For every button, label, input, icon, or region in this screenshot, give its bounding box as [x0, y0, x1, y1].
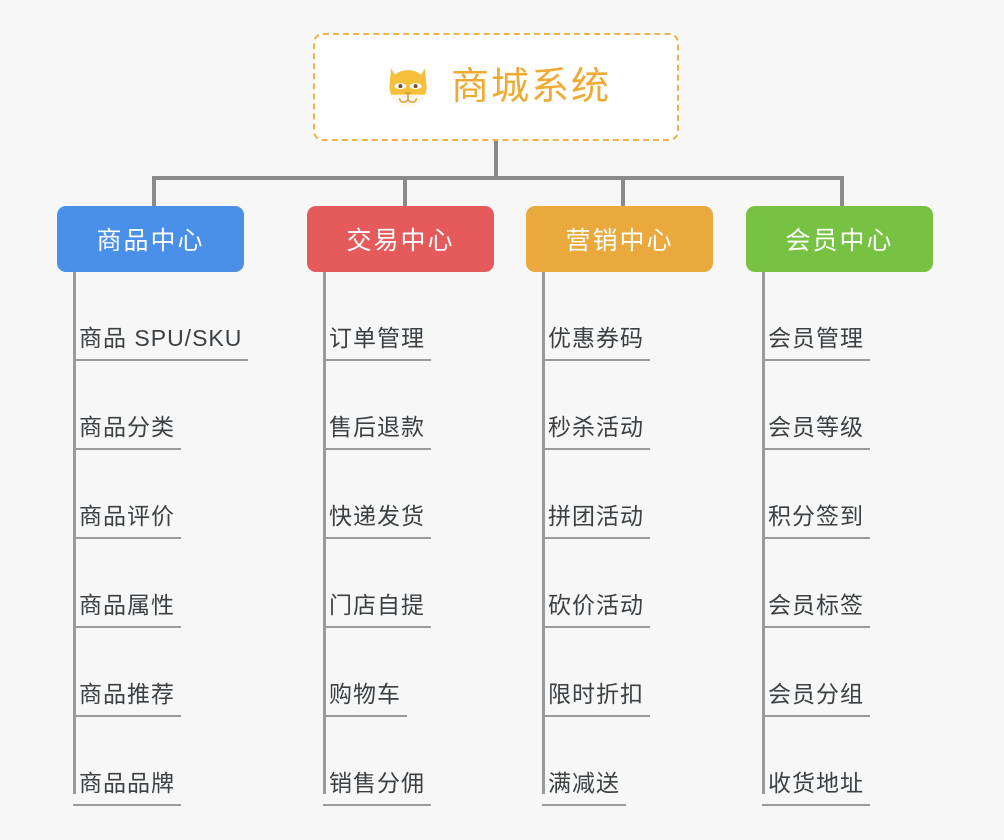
leaf-label: 门店自提 [323, 586, 431, 628]
list-item[interactable]: 会员管理 [762, 272, 870, 361]
leaf-label: 商品品牌 [73, 764, 181, 806]
connector-drop-col-1 [152, 176, 156, 208]
list-item[interactable]: 快递发货 [323, 450, 431, 539]
list-item[interactable]: 商品推荐 [73, 628, 248, 717]
list-item[interactable]: 商品品牌 [73, 717, 248, 806]
root-title: 商城系统 [450, 66, 611, 108]
category-header-trade-center[interactable]: 交易中心 [307, 206, 494, 272]
column-spine [762, 272, 765, 794]
category-header-marketing-center[interactable]: 营销中心 [526, 206, 713, 272]
leaf-label: 砍价活动 [542, 586, 650, 628]
leaf-label: 会员管理 [762, 319, 870, 361]
list-item[interactable]: 砍价活动 [542, 539, 650, 628]
leaf-list: 优惠券码 秒杀活动 拼团活动 砍价活动 限时折扣 满减送 [542, 272, 650, 806]
leaf-label: 拼团活动 [542, 497, 650, 539]
leaf-label: 限时折扣 [542, 675, 650, 717]
category-title: 营销中心 [565, 227, 674, 255]
category-title: 会员中心 [785, 227, 894, 255]
list-item[interactable]: 商品评价 [73, 450, 248, 539]
list-item[interactable]: 优惠券码 [542, 272, 650, 361]
leaf-label: 售后退款 [323, 408, 431, 450]
list-item[interactable]: 购物车 [323, 628, 431, 717]
leaf-label: 商品分类 [73, 408, 181, 450]
leaf-label: 积分签到 [762, 497, 870, 539]
leaf-list: 会员管理 会员等级 积分签到 会员标签 会员分组 收货地址 [762, 272, 870, 806]
root-node[interactable]: 商城系统 [313, 33, 679, 141]
leaf-label: 会员标签 [762, 586, 870, 628]
leaf-label: 商品属性 [73, 586, 181, 628]
leaf-label: 销售分佣 [323, 764, 431, 806]
list-item[interactable]: 会员分组 [762, 628, 870, 717]
leaf-label: 满减送 [542, 764, 626, 806]
list-item[interactable]: 满减送 [542, 717, 650, 806]
column-spine [542, 272, 545, 794]
category-title: 交易中心 [346, 227, 455, 255]
list-item[interactable]: 拼团活动 [542, 450, 650, 539]
leaf-label: 商品评价 [73, 497, 181, 539]
list-item[interactable]: 限时折扣 [542, 628, 650, 717]
list-item[interactable]: 售后退款 [323, 361, 431, 450]
leaf-label: 秒杀活动 [542, 408, 650, 450]
leaf-list: 订单管理 售后退款 快递发货 门店自提 购物车 销售分佣 [323, 272, 431, 806]
column-spine [73, 272, 76, 794]
leaf-label: 会员等级 [762, 408, 870, 450]
connector-drop-col-4 [840, 176, 844, 208]
category-title: 商品中心 [96, 227, 205, 255]
leaf-label: 购物车 [323, 675, 407, 717]
connector-drop-col-3 [621, 176, 625, 208]
list-item[interactable]: 销售分佣 [323, 717, 431, 806]
leaf-label: 商品 SPU/SKU [73, 319, 249, 361]
category-header-member-center[interactable]: 会员中心 [746, 206, 933, 272]
connector-drop-col-2 [403, 176, 407, 208]
list-item[interactable]: 商品 SPU/SKU [73, 272, 249, 361]
leaf-label: 优惠券码 [542, 319, 650, 361]
list-item[interactable]: 积分签到 [762, 450, 870, 539]
leaf-label: 快递发货 [323, 497, 431, 539]
list-item[interactable]: 秒杀活动 [542, 361, 650, 450]
leaf-label: 收货地址 [762, 764, 870, 806]
dog-face-icon [389, 68, 427, 108]
list-item[interactable]: 订单管理 [323, 272, 431, 361]
connector-bus [152, 176, 844, 180]
list-item[interactable]: 商品属性 [73, 539, 248, 628]
connector-root-stem [494, 141, 498, 178]
list-item[interactable]: 收货地址 [762, 717, 870, 806]
column-spine [323, 272, 326, 794]
list-item[interactable]: 会员等级 [762, 361, 870, 450]
leaf-label: 商品推荐 [73, 675, 181, 717]
leaf-list: 商品 SPU/SKU 商品分类 商品评价 商品属性 商品推荐 商品品牌 [73, 272, 249, 806]
leaf-label: 会员分组 [762, 675, 870, 717]
leaf-label: 订单管理 [323, 319, 431, 361]
category-header-product-center[interactable]: 商品中心 [57, 206, 244, 272]
list-item[interactable]: 商品分类 [73, 361, 248, 450]
list-item[interactable]: 会员标签 [762, 539, 870, 628]
list-item[interactable]: 门店自提 [323, 539, 431, 628]
